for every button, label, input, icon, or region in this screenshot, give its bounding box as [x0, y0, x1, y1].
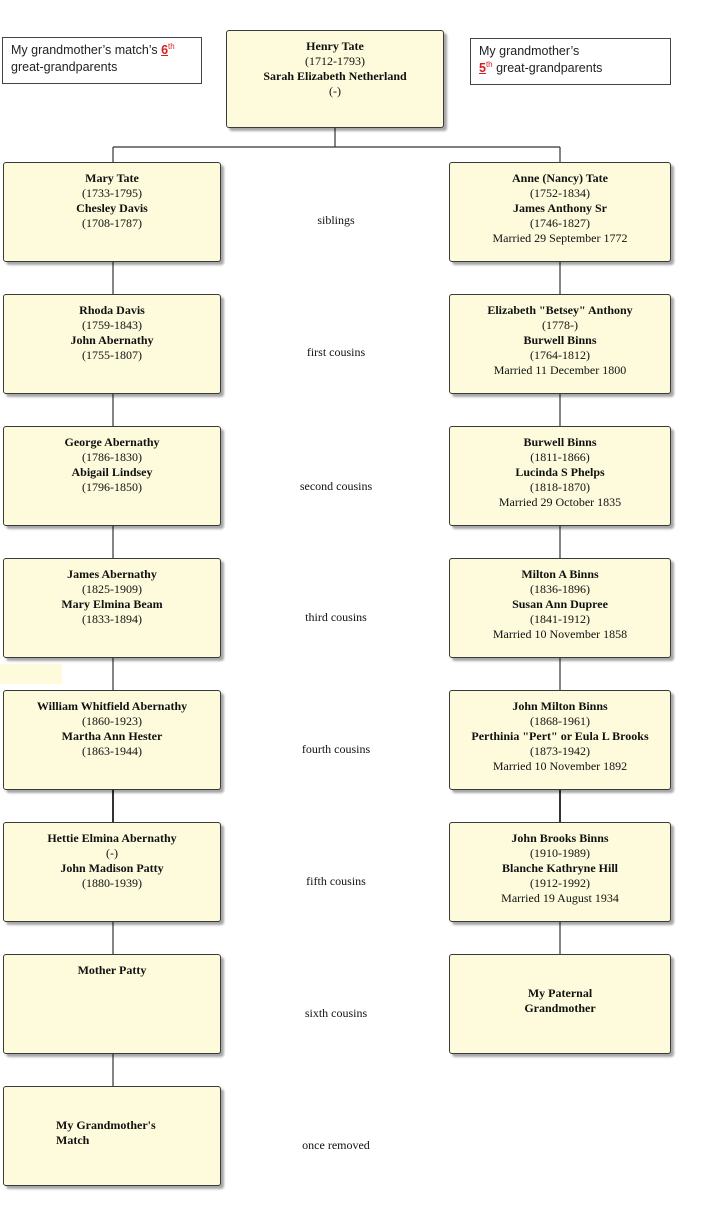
root-couple-box: Henry Tate (1712-1793) Sarah Elizabeth N… [226, 30, 444, 128]
relation-label-fifth-cousins: fifth cousins [306, 874, 366, 888]
right-box-first-cousins: Elizabeth "Betsey" Anthony (1778-) Burwe… [449, 294, 671, 394]
relation-label-fourth-cousins: fourth cousins [301, 742, 371, 756]
relation-label-first-cousins: first cousins [306, 345, 366, 359]
generation-number: 5 [479, 61, 486, 75]
left-box-third-cousins: James Abernathy (1825-1909) Mary Elmina … [3, 558, 221, 658]
note-right: My grandmother’s 5th great-grandparents [470, 38, 671, 85]
generation-number: 6 [161, 43, 169, 57]
relation-label-third-cousins: third cousins [305, 610, 367, 624]
left-box-first-cousins: Rhoda Davis (1759-1843) John Abernathy (… [3, 294, 221, 394]
right-box-second-cousins: Burwell Binns (1811-1866) Lucinda S Phel… [449, 426, 671, 526]
left-box-once-removed: My Grandmother's Match [3, 1086, 221, 1186]
left-box-fourth-cousins: William Whitfield Abernathy (1860-1923) … [3, 690, 221, 790]
relation-label-second-cousins: second cousins [299, 479, 373, 493]
right-box-third-cousins: Milton A Binns (1836-1896) Susan Ann Dup… [449, 558, 671, 658]
right-box-fourth-cousins: John Milton Binns (1868-1961) Perthinia … [449, 690, 671, 790]
right-box-fifth-cousins: John Brooks Binns (1910-1989) Blanche Ka… [449, 822, 671, 922]
left-box-siblings: Mary Tate (1733-1795) Chesley Davis (170… [3, 162, 221, 262]
right-box-siblings: Anne (Nancy) Tate (1752-1834) James Anth… [449, 162, 671, 262]
right-box-sixth-cousins: My Paternal Grandmother [449, 954, 671, 1054]
relation-label-siblings: siblings [317, 213, 355, 227]
note-left: My grandmother’s match’s 6th great-grand… [2, 37, 202, 84]
left-box-sixth-cousins: Mother Patty [3, 954, 221, 1054]
left-box-fifth-cousins: Hettie Elmina Abernathy (-) John Madison… [3, 822, 221, 922]
relation-label-once-removed: once removed [302, 1138, 370, 1152]
left-box-second-cousins: George Abernathy (1786-1830) Abigail Lin… [3, 426, 221, 526]
relation-label-sixth-cousins: sixth cousins [304, 1006, 368, 1020]
highlight-patch [0, 664, 62, 684]
